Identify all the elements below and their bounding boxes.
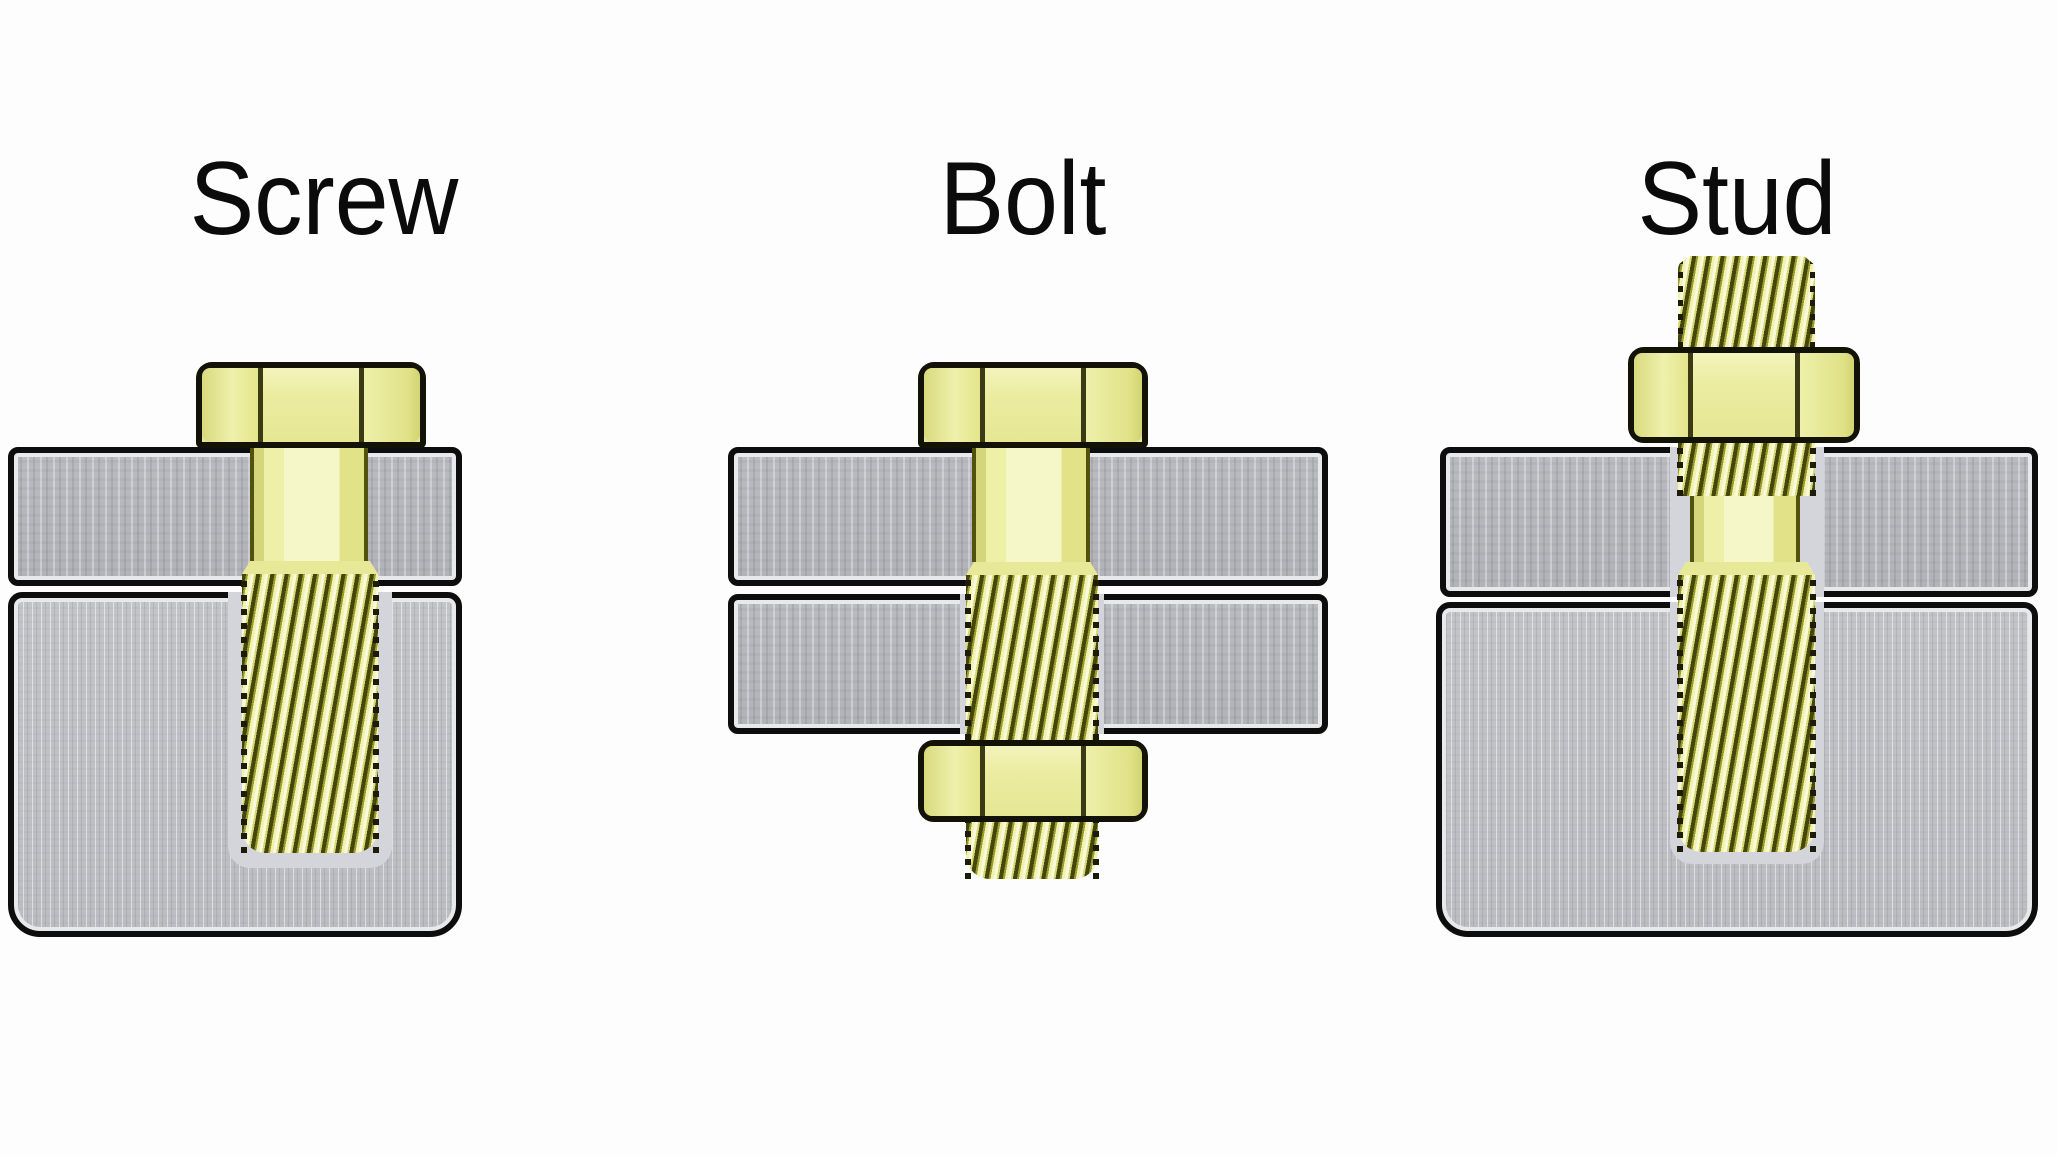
stud-thread-runout [1678, 562, 1815, 575]
screw-plain-shank [250, 447, 368, 561]
stud-threaded-end [1677, 575, 1816, 852]
stud-upper-thread-section [1677, 443, 1816, 496]
stud-hex-nut [1628, 347, 1860, 443]
bolt-threaded-shank [965, 575, 1099, 740]
bolt-protruding-thread [965, 822, 1099, 879]
bolt-thread-runout [966, 562, 1098, 575]
bolt-plain-shank [972, 447, 1090, 562]
stud-plain-shank [1690, 496, 1800, 562]
bolt-hex-nut [918, 740, 1148, 822]
stud-title: Stud [1637, 141, 1837, 257]
bolt-hex-head [918, 362, 1148, 448]
screw-top-plate [8, 447, 462, 586]
screw-threaded-shank [241, 574, 379, 853]
stud-protruding-thread [1678, 256, 1815, 348]
screw-hex-head [196, 362, 426, 448]
screw-thread-runout [242, 561, 378, 574]
screw-title: Screw [189, 141, 459, 257]
bolt-title: Bolt [939, 141, 1107, 257]
